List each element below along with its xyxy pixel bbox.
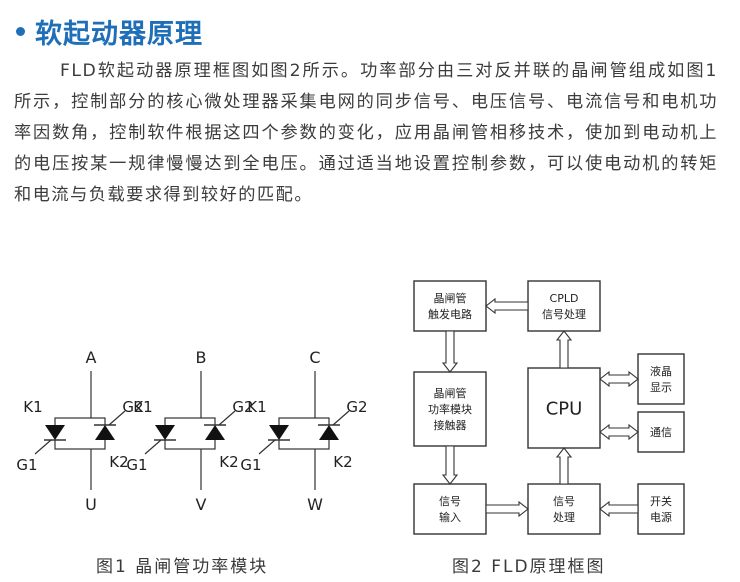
arrow-cpu-comm-shape <box>599 423 639 441</box>
block-input <box>413 483 487 535</box>
arrow-cpu-to-cpld <box>555 330 573 369</box>
label-k2: K2 <box>219 453 238 471</box>
arrow-input-to-proc <box>485 500 529 518</box>
block-trigger-text: 触发电路 <box>428 307 472 321</box>
label-k2: K2 <box>109 453 128 471</box>
gate-lead-right <box>332 410 350 426</box>
arrow-trigger-to-power <box>441 330 459 373</box>
intro-paragraph: FLD软起动器原理框图如图2所示。功率部分由三对反并联的晶闸管组成如图1所示，控… <box>14 56 718 211</box>
block-lcd <box>637 353 685 405</box>
arrow-power-to-input <box>441 445 459 485</box>
thyristor-left-icon <box>155 425 175 440</box>
block-trigger-text: 晶闸管 <box>434 291 467 305</box>
label-k1: K1 <box>23 398 42 416</box>
module-frame <box>278 417 330 450</box>
bullet-icon <box>16 26 25 36</box>
phase-label-top: B <box>196 348 207 367</box>
thyristor-right-icon <box>205 425 225 440</box>
section-title: 软起动器原理 <box>35 18 203 50</box>
block-cpld <box>527 280 601 332</box>
phase-label-top: C <box>309 348 320 367</box>
block-proc-text: 信号 <box>553 495 575 508</box>
arrow-cpld-to-trigger-shape <box>485 297 529 315</box>
arrow-cpu-lcd <box>599 370 639 388</box>
thyristor-right-icon <box>319 425 339 440</box>
arrow-psu-to-proc <box>599 500 639 518</box>
gate-lead-right <box>108 410 126 426</box>
label-g1: G1 <box>16 456 37 474</box>
block-psu <box>637 483 685 535</box>
block-input-text: 输入 <box>439 510 461 524</box>
arrow-cpu-lcd-shape <box>599 370 639 388</box>
block-cpld-text: 信号处理 <box>542 308 586 321</box>
section-heading: 软起动器原理 <box>14 14 203 50</box>
phase-label-bottom: V <box>196 495 207 514</box>
thyristor-left-icon <box>45 425 65 440</box>
block-cpld-text: CPLD <box>550 292 579 305</box>
block-power-text: 功率模块 <box>428 402 472 416</box>
block-comm-text: 通信 <box>650 426 672 439</box>
phase-label-top: A <box>86 348 97 367</box>
label-k1: K1 <box>133 398 152 416</box>
phase-label-bottom: W <box>307 495 323 514</box>
module-frame <box>54 417 106 450</box>
thyristor-left-icon <box>269 425 289 440</box>
block-proc <box>527 483 601 535</box>
block-lcd-text: 液晶 <box>650 364 672 378</box>
block-psu-text: 电源 <box>650 510 672 524</box>
arrow-cpu-comm <box>599 423 639 441</box>
fig2-caption: 图2 FLD原理框图 <box>452 557 606 577</box>
arrow-trigger-to-power-shape <box>441 330 459 373</box>
block-comm <box>637 411 685 453</box>
arrow-input-to-proc-shape <box>485 500 529 518</box>
block-input-text: 信号 <box>439 495 461 508</box>
gate-lead-left <box>144 439 162 455</box>
paragraph-text: FLD软起动器原理框图如图2所示。功率部分由三对反并联的晶闸管组成如图1所示，控… <box>14 61 718 205</box>
arrow-proc-to-cpu <box>555 447 573 485</box>
label-g2: G2 <box>122 398 143 416</box>
gate-lead-right <box>218 410 236 426</box>
module-frame <box>164 417 216 450</box>
block-proc-text: 处理 <box>553 511 575 524</box>
label-g1: G1 <box>126 456 147 474</box>
thyristor-right-icon <box>95 425 115 440</box>
label-g1: G1 <box>240 456 261 474</box>
arrow-proc-to-cpu-shape <box>555 447 573 485</box>
label-k1: K1 <box>247 398 266 416</box>
block-lcd-text: 显示 <box>650 381 672 394</box>
arrow-cpu-to-cpld-shape <box>555 330 573 369</box>
block-power-text: 接触器 <box>434 418 467 432</box>
gate-lead-left <box>34 439 52 455</box>
fig1-caption: 图1 晶闸管功率模块 <box>96 557 269 577</box>
arrow-power-to-input-shape <box>441 445 459 485</box>
arrow-psu-to-proc-shape <box>599 500 639 518</box>
block-cpu-text: CPU <box>546 398 583 419</box>
gate-lead-left <box>258 439 276 455</box>
label-k2: K2 <box>333 453 352 471</box>
arrow-cpld-to-trigger <box>485 297 529 315</box>
label-g2: G2 <box>346 398 367 416</box>
block-power-text: 晶闸管 <box>434 386 467 400</box>
block-trigger <box>413 280 487 332</box>
label-g2: G2 <box>232 398 253 416</box>
block-psu-text: 开关 <box>650 494 672 508</box>
block-power <box>413 371 487 447</box>
block-cpu <box>527 367 601 449</box>
phase-label-bottom: U <box>85 495 97 514</box>
